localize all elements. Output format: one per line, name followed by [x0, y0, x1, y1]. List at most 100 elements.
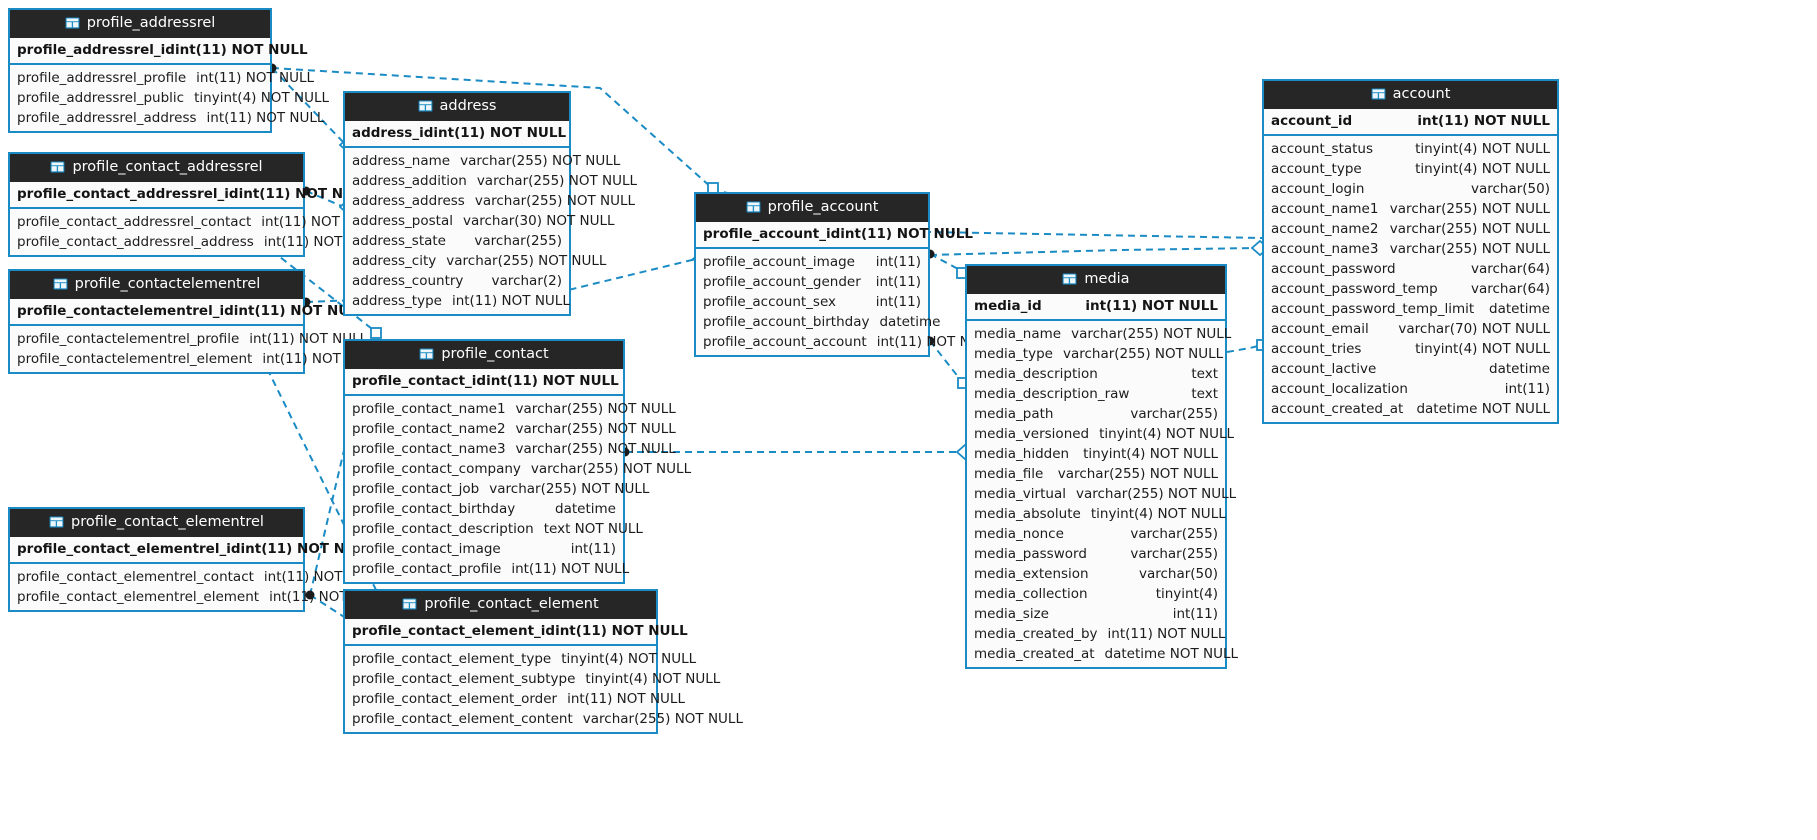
column-type: text NOT NULL	[543, 520, 643, 537]
column-name: profile_contact_element_subtype	[352, 670, 576, 687]
column-type: datetime	[1489, 300, 1550, 317]
column-type: varchar(255) NOT NULL	[1071, 325, 1232, 342]
column-name: profile_contact_name1	[352, 400, 506, 417]
table-icon	[418, 100, 433, 112]
column-name: media_size	[974, 605, 1049, 622]
column-name: profile_contact_id	[352, 372, 487, 389]
column-name: media_description	[974, 365, 1098, 382]
column-name: account_id	[1271, 112, 1353, 129]
column-name: profile_contact_elementrel_element	[17, 588, 260, 605]
column-type: datetime	[1489, 360, 1550, 377]
column-type: varchar(255) NOT NULL	[515, 420, 676, 437]
column-name: address_id	[352, 124, 434, 141]
